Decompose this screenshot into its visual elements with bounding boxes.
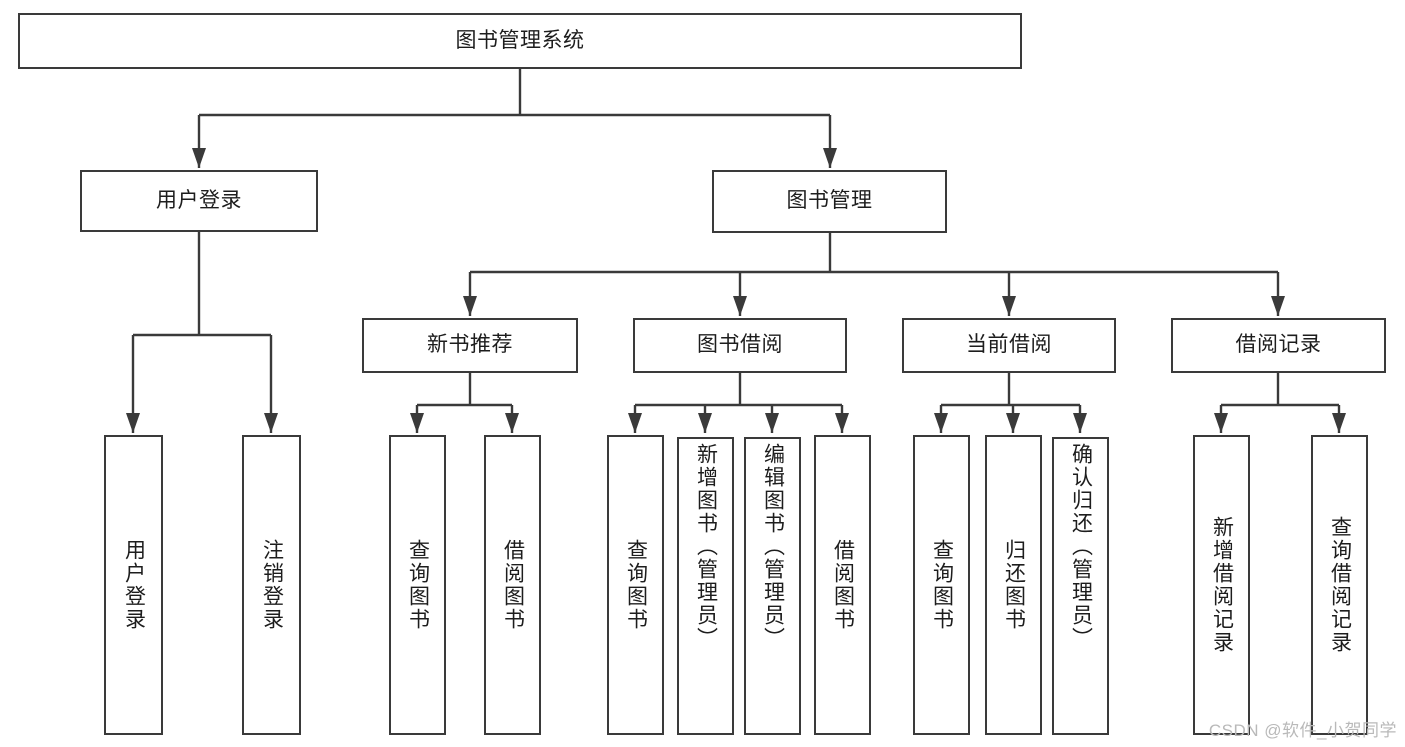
node-leaf-edit-book[interactable]: 编辑图书（管理员） xyxy=(744,437,801,735)
node-leaf-logout[interactable]: 注销登录 xyxy=(242,435,301,735)
node-label: 新增借阅记录 xyxy=(1210,516,1234,654)
watermark: CSDN @软件_小贺同学 xyxy=(1208,721,1397,740)
node-leaf-borrow-book-recommend[interactable]: 借阅图书 xyxy=(484,435,541,735)
node-label: 用户登录 xyxy=(156,188,242,212)
node-new-book-recommend[interactable]: 新书推荐 xyxy=(362,318,578,373)
arrowhead-icon xyxy=(628,413,642,433)
node-label: 确认归还（管理员） xyxy=(1069,443,1093,650)
arrowhead-icon xyxy=(1073,413,1087,433)
node-current-borrow[interactable]: 当前借阅 xyxy=(902,318,1116,373)
node-label: 新书推荐 xyxy=(427,333,513,357)
node-leaf-borrow-book[interactable]: 借阅图书 xyxy=(814,435,871,735)
node-label: 注销登录 xyxy=(260,539,284,631)
node-book-borrow[interactable]: 图书借阅 xyxy=(633,318,847,373)
node-label: 查询图书 xyxy=(930,539,954,631)
arrowhead-icon xyxy=(1006,413,1020,433)
arrowhead-icon xyxy=(1214,413,1228,433)
node-borrow-record[interactable]: 借阅记录 xyxy=(1171,318,1386,373)
arrowhead-icon xyxy=(1002,296,1016,316)
arrowhead-icon xyxy=(733,296,747,316)
arrowhead-icon xyxy=(823,148,837,168)
node-leaf-query-book-current[interactable]: 查询图书 xyxy=(913,435,970,735)
node-label: 图书管理 xyxy=(786,189,873,213)
arrowhead-icon xyxy=(192,148,206,168)
node-leaf-add-book[interactable]: 新增图书（管理员） xyxy=(677,437,734,735)
node-label: 借阅图书 xyxy=(501,539,525,631)
arrowhead-icon xyxy=(1271,296,1285,316)
arrowhead-icon xyxy=(835,413,849,433)
node-leaf-user-login[interactable]: 用户登录 xyxy=(104,435,163,735)
node-label: 用户登录 xyxy=(122,539,146,631)
node-root[interactable]: 图书管理系统 xyxy=(18,13,1022,69)
node-label: 编辑图书（管理员） xyxy=(761,443,785,650)
arrowhead-icon xyxy=(126,413,140,433)
arrowhead-icon xyxy=(264,413,278,433)
node-label: 当前借阅 xyxy=(966,333,1052,357)
node-label: 新增图书（管理员） xyxy=(694,443,718,650)
node-leaf-confirm-return[interactable]: 确认归还（管理员） xyxy=(1052,437,1109,735)
arrowhead-icon xyxy=(410,413,424,433)
node-user-login[interactable]: 用户登录 xyxy=(80,170,318,232)
node-leaf-return-book[interactable]: 归还图书 xyxy=(985,435,1042,735)
node-label: 查询借阅记录 xyxy=(1328,516,1352,654)
node-leaf-query-borrow-record[interactable]: 查询借阅记录 xyxy=(1311,435,1368,735)
arrowhead-icon xyxy=(934,413,948,433)
node-label: 归还图书 xyxy=(1002,539,1026,631)
node-leaf-add-borrow-record[interactable]: 新增借阅记录 xyxy=(1193,435,1250,735)
node-label: 查询图书 xyxy=(624,539,648,631)
arrowhead-icon xyxy=(1332,413,1346,433)
arrowhead-icon xyxy=(463,296,477,316)
node-label: 查询图书 xyxy=(406,539,430,631)
node-label: 图书管理系统 xyxy=(455,28,585,52)
node-leaf-query-book-recommend[interactable]: 查询图书 xyxy=(389,435,446,735)
node-label: 借阅图书 xyxy=(831,539,855,631)
arrowhead-icon xyxy=(505,413,519,433)
node-book-manage[interactable]: 图书管理 xyxy=(712,170,947,233)
arrowhead-icon xyxy=(698,413,712,433)
node-label: 借阅记录 xyxy=(1235,333,1322,357)
arrowhead-icon xyxy=(765,413,779,433)
node-leaf-query-book-borrow[interactable]: 查询图书 xyxy=(607,435,664,735)
node-label: 图书借阅 xyxy=(697,333,783,357)
